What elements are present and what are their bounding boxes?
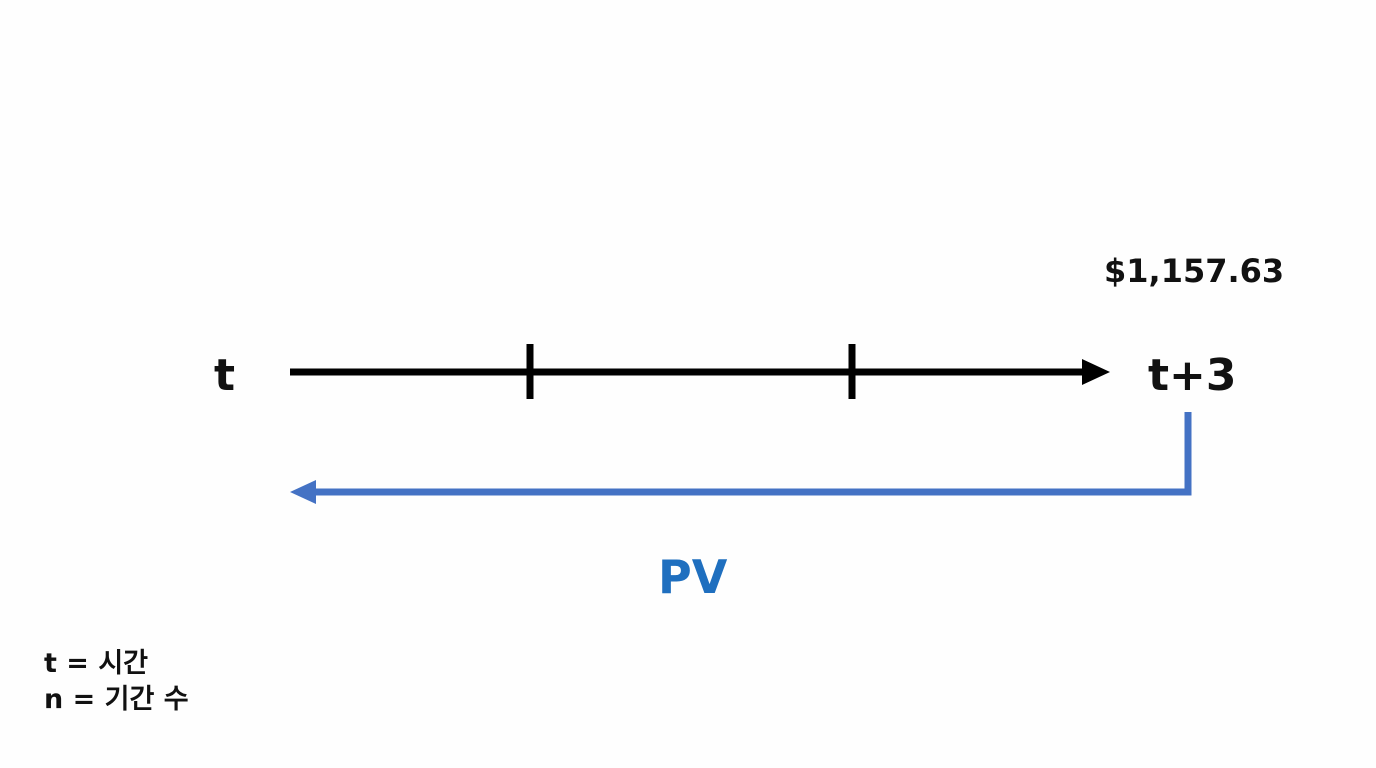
future-value-label: $1,157.63 [1104, 252, 1285, 290]
timeline-end-label: t+3 [1148, 350, 1237, 401]
legend-line-time: t = 시간 [44, 648, 149, 679]
legend-line-periods: n = 기간 수 [44, 684, 189, 715]
timeline-start-label: t [214, 350, 236, 401]
pv-arrow-line [314, 412, 1192, 496]
timeline-arrowhead [1082, 359, 1110, 385]
pv-label: PV [658, 550, 728, 604]
pv-arrowhead [290, 480, 316, 504]
legend: t = 시간 n = 기간 수 [44, 646, 189, 718]
